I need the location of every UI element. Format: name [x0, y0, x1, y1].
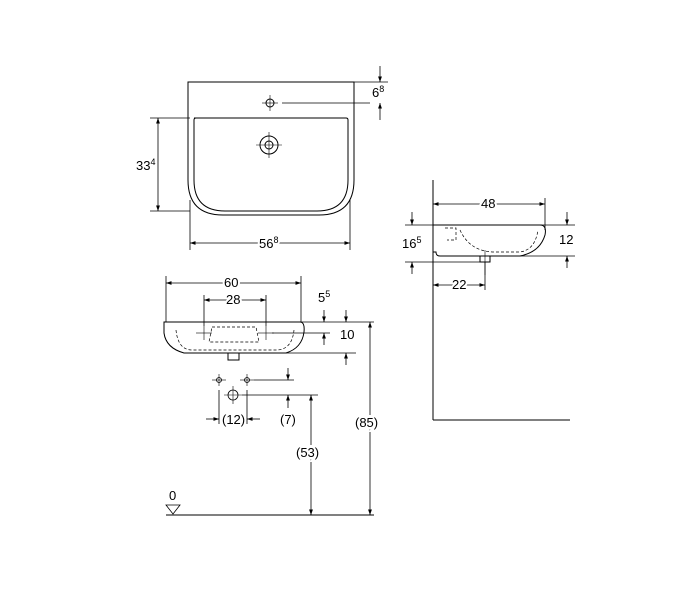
outlet-spacing-label: (12)	[222, 412, 245, 427]
hole-spacing-label: 28	[226, 292, 240, 307]
depth-main-label: 334	[136, 157, 155, 173]
rim-height-label: 55	[318, 289, 330, 305]
front-height-label: 12	[559, 232, 573, 247]
tap-hole	[262, 95, 370, 111]
basin-side-outline	[433, 224, 546, 257]
tap-offset-label: 68	[372, 84, 384, 100]
front-tap-holes	[196, 326, 274, 340]
supply-connections	[212, 374, 318, 404]
floor-level-icon	[165, 504, 181, 515]
bowl-inner-outline	[193, 117, 349, 212]
drain-height-label: (53)	[296, 445, 319, 460]
outlet-height-label: (7)	[280, 412, 296, 427]
depth-total-label: 48	[481, 196, 495, 211]
floor-level-label: 0	[169, 488, 176, 503]
basin-outline	[187, 81, 355, 216]
drain-distance-label: 22	[452, 277, 466, 292]
top-view: 334 568 68	[136, 66, 388, 253]
rear-height-label: 165	[402, 235, 421, 251]
basin-front-outline	[163, 321, 305, 354]
drain	[256, 132, 282, 158]
waste-outlet	[227, 352, 240, 361]
bowl-hidden-line	[208, 326, 260, 343]
width-total-label: 60	[224, 275, 238, 290]
rim-from-floor-label: (85)	[355, 415, 378, 430]
front-view: 60 28 55 10 (85)	[163, 273, 381, 516]
width-main-label: 568	[259, 235, 278, 251]
side-view: 48 165 12 22	[402, 180, 575, 421]
basin-height-label: 10	[340, 327, 354, 342]
